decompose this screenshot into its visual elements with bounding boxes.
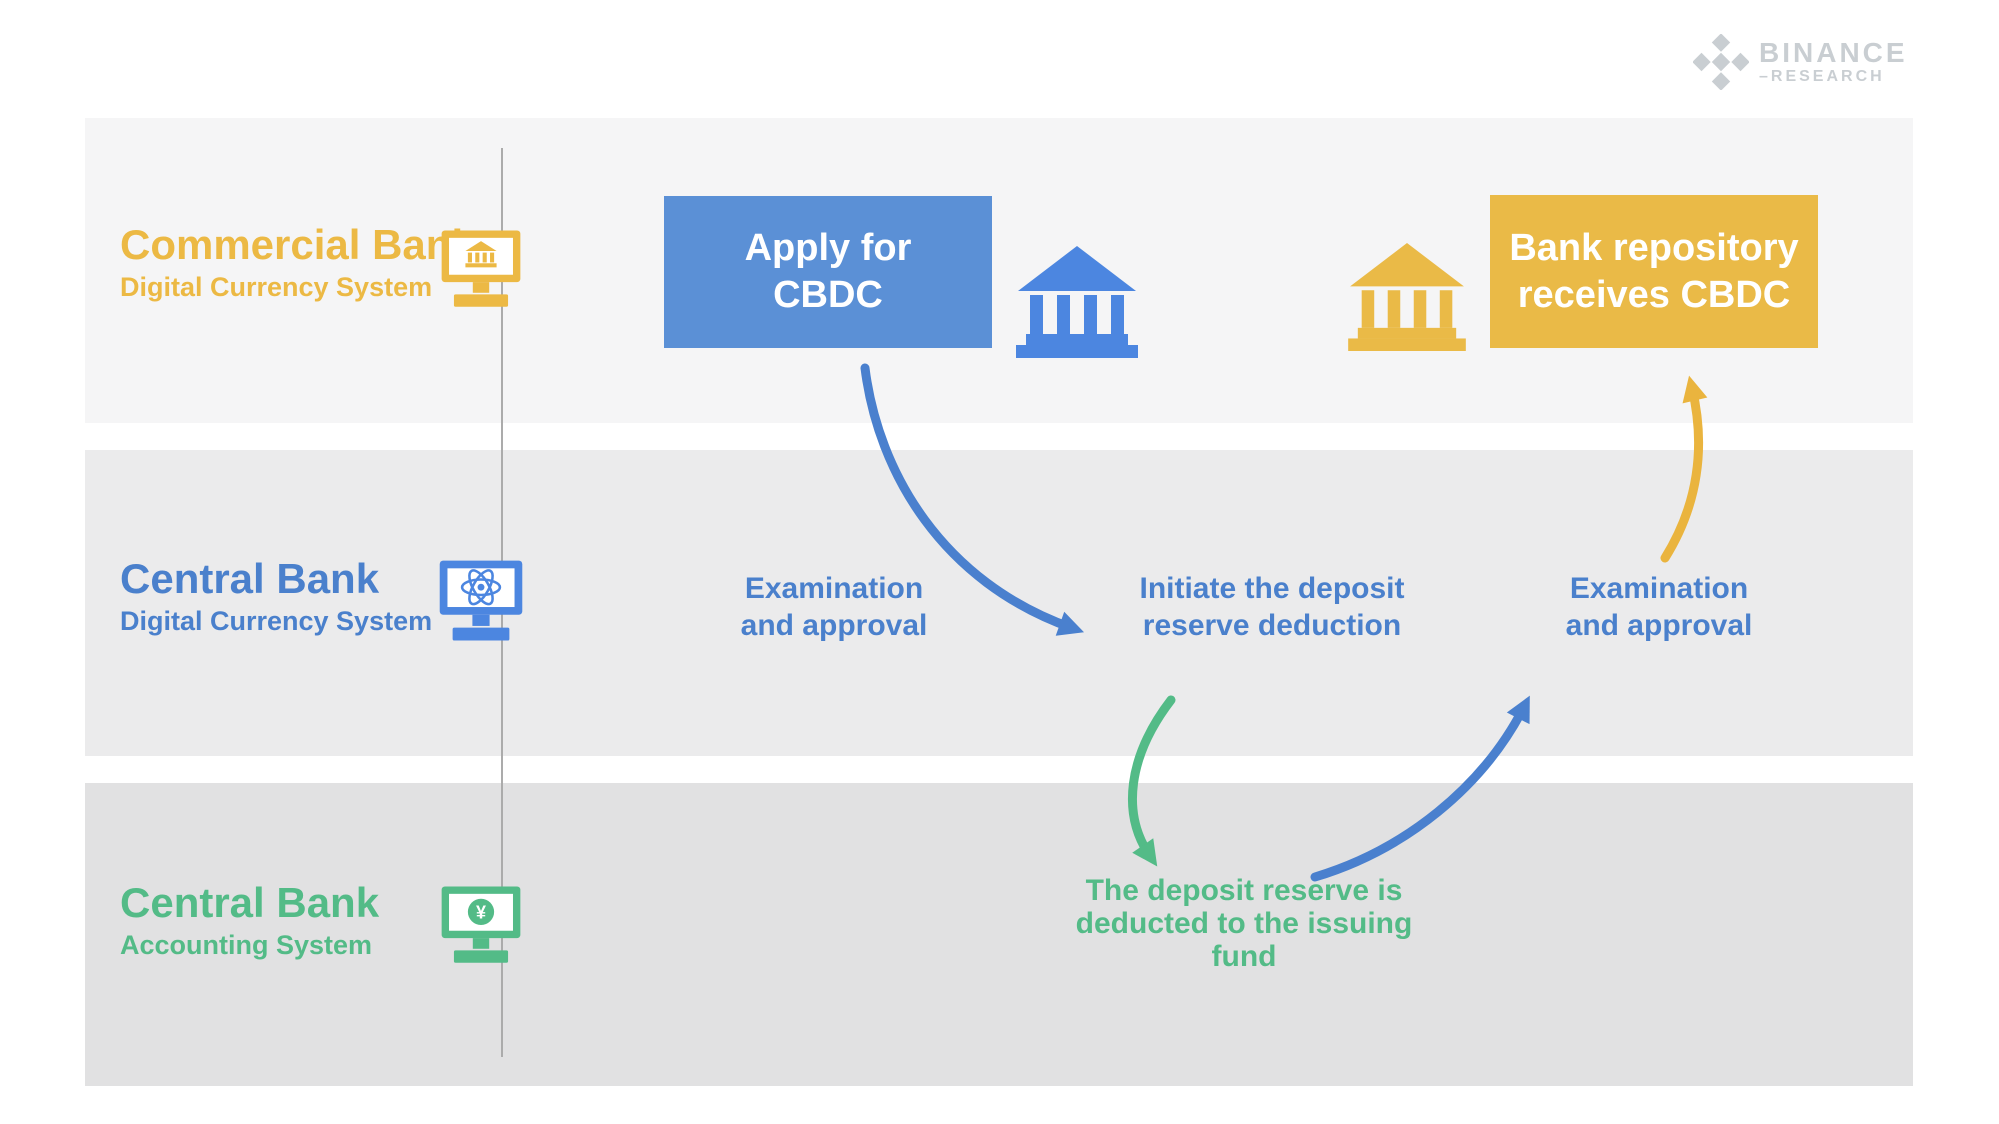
lane-subtitle: Digital Currency System [120,272,433,302]
lane-label-commercial-bank: Commercial Bank Digital Currency System [120,222,475,303]
bank-building-icon-yellow [1348,243,1466,351]
logo-brand-text: BINANCE [1759,37,1908,68]
apply-box-line1: Apply for [744,227,912,269]
lane-title: Central Bank [120,555,380,602]
binance-diamond-icon [1693,34,1749,90]
repository-box-line2: receives CBDC [1517,273,1791,316]
bank-repository-box: Bank repository receives CBDC [1490,195,1818,348]
lane-label-central-bank-dcs: Central Bank Digital Currency System [120,556,432,637]
deposit-reserve-deducted-label: The deposit reserve is deducted to the i… [1075,874,1413,973]
examination-approval-right-label: Examination and approval [1565,572,1753,642]
lane-central-bank-accounting [85,783,1913,1086]
bank-building-icon-blue [1016,246,1138,358]
lane-subtitle: Accounting System [120,930,373,960]
initiate-deduction-label: Initiate the deposit reserve deduction [1139,572,1405,642]
examination-approval-left-label: Examination and approval [740,572,928,642]
monitor-bank-icon [441,230,521,307]
monitor-atom-icon [439,560,523,641]
lane-label-central-bank-accounting: Central Bank Accounting System [120,880,379,961]
svg-text:¥: ¥ [476,902,486,922]
lane-subtitle: Digital Currency System [120,606,433,636]
lane-title: Central Bank [120,879,380,926]
apply-box-line2: CBDC [773,274,883,316]
lane-title: Commercial Bank [120,221,475,268]
apply-for-cbdc-box: Apply for CBDC [664,196,992,348]
logo-research-text: –RESEARCH [1759,68,1885,85]
monitor-yen-icon: ¥ [441,886,521,963]
binance-research-logo: BINANCE –RESEARCH [1693,34,1908,90]
repository-box-line1: Bank repository [1509,226,1799,269]
